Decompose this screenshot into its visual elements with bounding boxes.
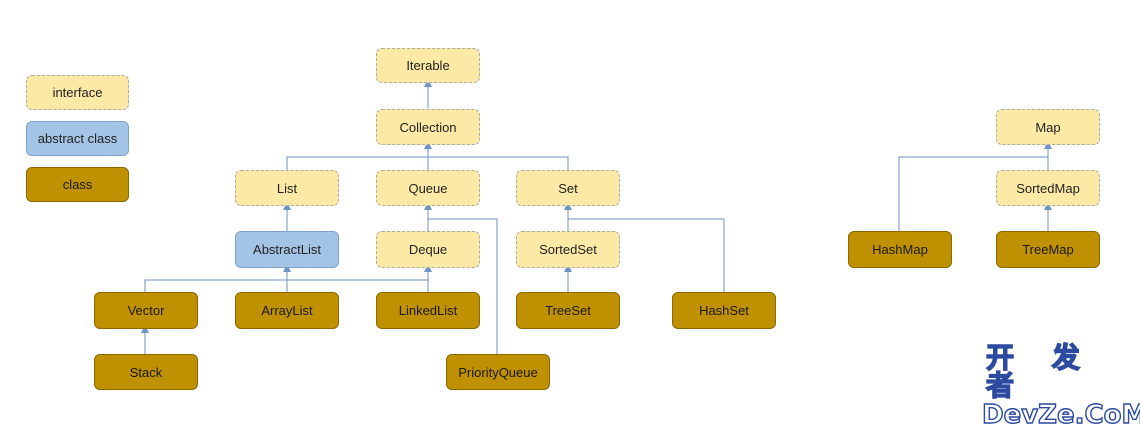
node-map: Map [996,109,1100,145]
node-set-label: Set [558,180,578,196]
legend-interface-label: interface [52,85,103,100]
node-vector: Vector [94,292,198,329]
edge-priorityqueue-queue [428,218,498,354]
legend-abstract-class: abstract class [26,121,129,156]
node-abstract-list-label: AbstractList [253,242,321,257]
node-stack-label: Stack [129,364,163,380]
node-linked-list: LinkedList [376,292,480,329]
node-collection-label: Collection [399,119,457,135]
edge-hashmap-map [898,156,1048,231]
node-tree-set: TreeSet [516,292,620,329]
edge-hashset-set [568,218,725,292]
node-tree-map-label: TreeMap [1022,242,1074,257]
edge-linkedlist-abstractlist [287,279,429,292]
node-map-label: Map [1035,119,1061,135]
node-queue-label: Queue [408,180,448,196]
node-array-list: ArrayList [235,292,339,329]
node-deque: Deque [376,231,480,268]
node-tree-set-label: TreeSet [545,303,591,318]
edge-set-collection [428,156,569,170]
node-sorted-map: SortedMap [996,170,1100,206]
node-hash-map-label: HashMap [872,242,928,257]
node-sorted-set: SortedSet [516,231,620,268]
node-iterable: Iterable [376,48,480,83]
node-stack: Stack [94,354,198,390]
node-list-label: List [276,180,298,196]
node-priority-queue: PriorityQueue [446,354,550,390]
legend-class-label: class [62,177,93,192]
node-hash-map: HashMap [848,231,952,268]
node-array-list-label: ArrayList [261,303,313,318]
node-set: Set [516,170,620,206]
node-abstract-list: AbstractList [235,231,339,268]
node-collection: Collection [376,109,480,145]
edge-list-collection [286,156,428,170]
legend-abstract-class-label: abstract class [37,131,118,146]
inheritance-edges [141,79,1052,354]
legend-class: class [26,167,129,202]
node-sorted-map-label: SortedMap [1016,180,1080,196]
node-linked-list-label: LinkedList [398,303,458,318]
node-hash-set: HashSet [672,292,776,329]
node-sorted-set-label: SortedSet [539,242,597,257]
node-iterable-label: Iterable [406,58,450,73]
node-priority-queue-label: PriorityQueue [458,364,538,380]
watermark-line1: 开 发 者 [985,341,1094,402]
node-tree-map: TreeMap [996,231,1100,268]
node-hash-set-label: HashSet [699,303,749,318]
watermark-line2: DevZe.CoM [981,400,1140,430]
node-list: List [235,170,339,206]
legend-interface: interface [26,75,129,110]
node-vector-label: Vector [127,303,165,318]
node-queue: Queue [376,170,480,206]
watermark-logo: 开 发 者 DevZe.CoM [981,341,1140,429]
edge-vector-abstractlist [144,279,287,292]
node-deque-label: Deque [408,242,448,257]
